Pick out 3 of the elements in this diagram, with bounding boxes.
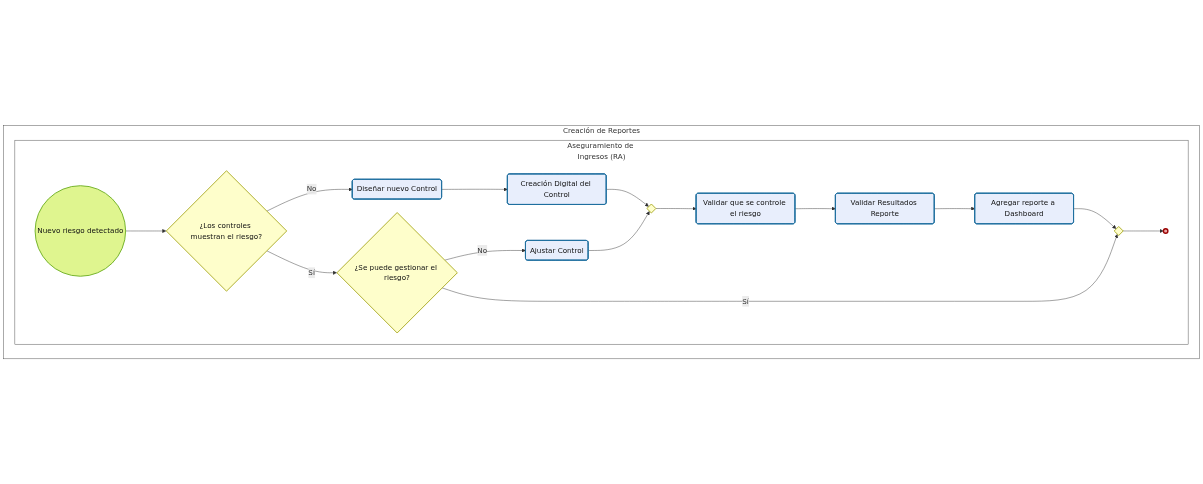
node-circle — [1162, 227, 1169, 234]
node-diamond — [1113, 225, 1124, 236]
node-diamond — [646, 203, 657, 214]
